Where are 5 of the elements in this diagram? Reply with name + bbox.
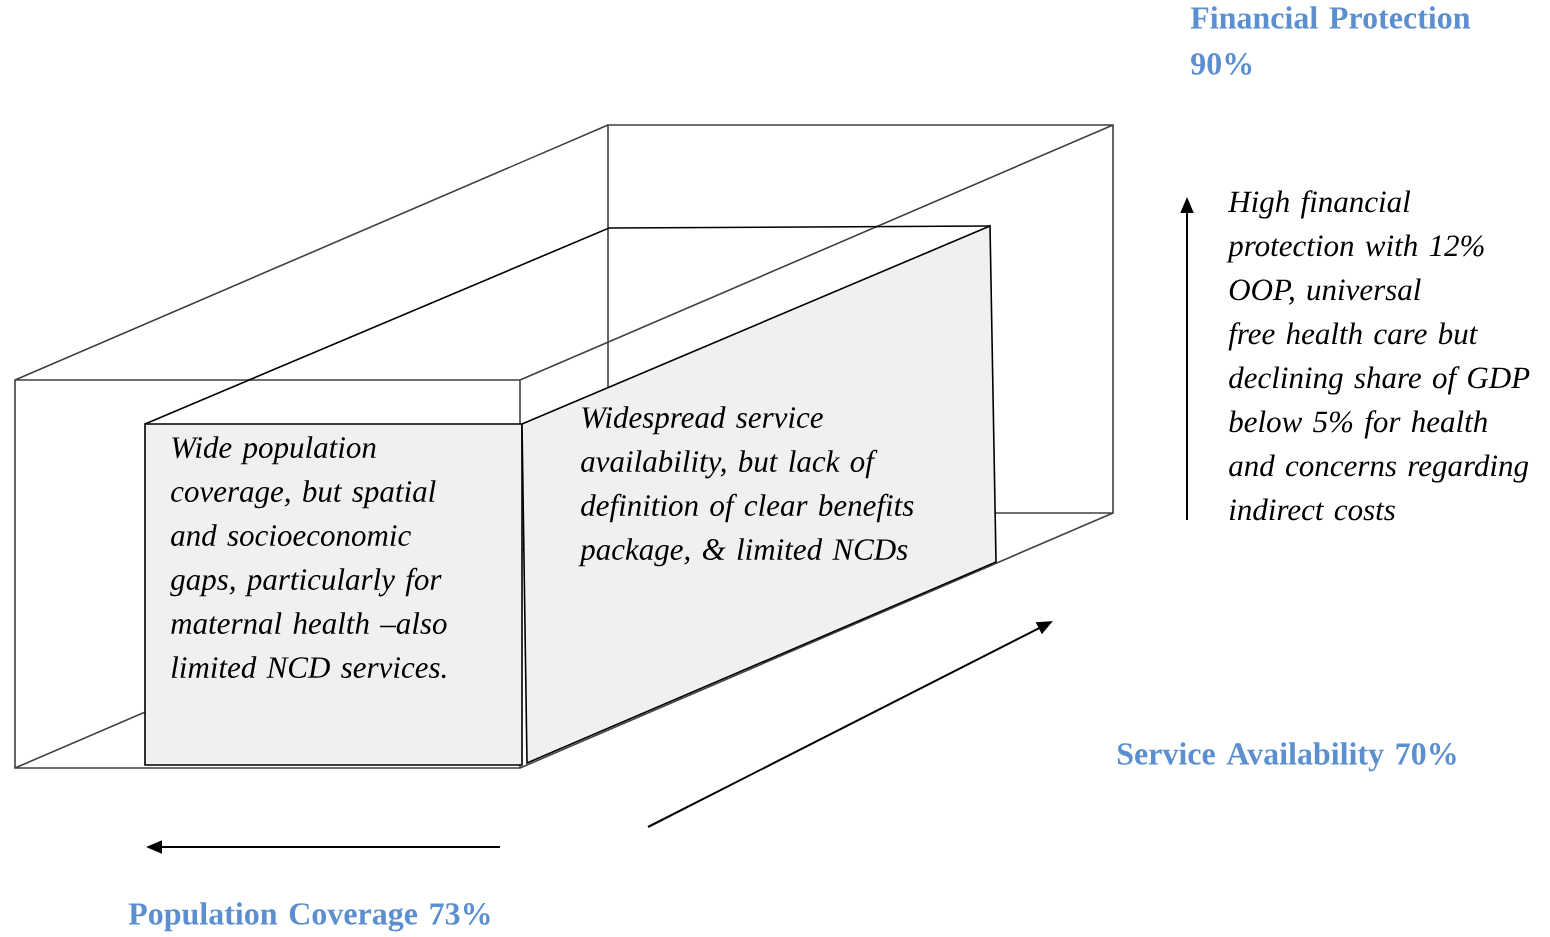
axis-label: Service Availability 70%: [1117, 742, 1456, 772]
note-text: High financial protection with 12% OOP, universal free health care but declining share of GDP below 5% for health and concerns regarding indirect costs: [1226, 190, 1530, 521]
front-face: Wide population coverage, but spatial and socioeconomic gaps, particularly for maternal health –also limited NCD services.: [144, 423, 523, 766]
axis-label: Financial Protection 90%: [1190, 6, 1471, 75]
axis-label: Population Coverage 73%: [128, 902, 490, 932]
